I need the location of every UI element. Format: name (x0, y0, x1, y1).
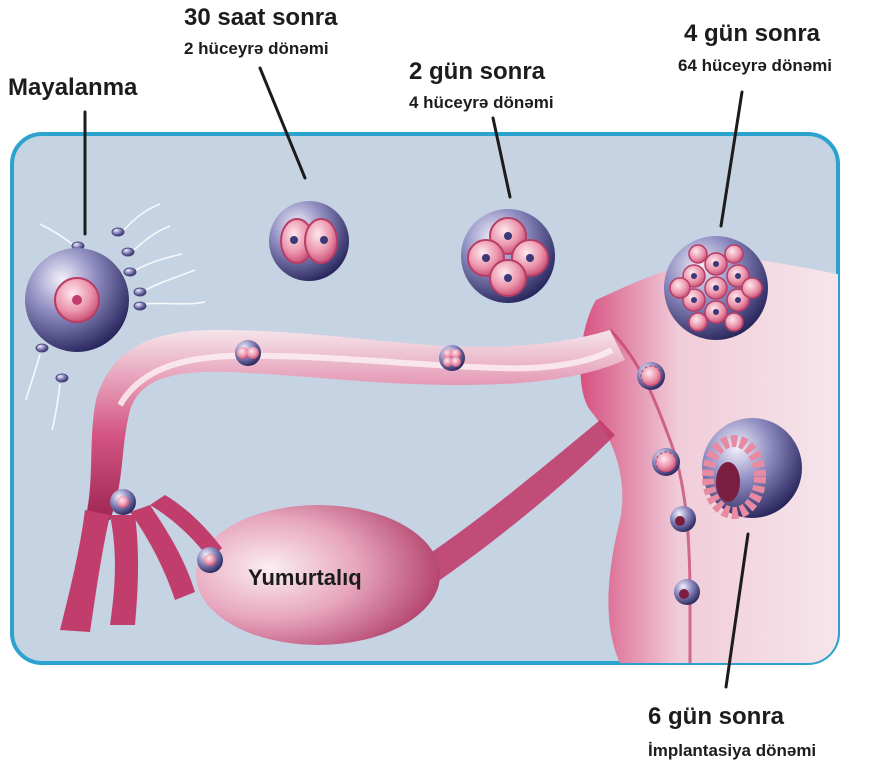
label-stage-implant: İmplantasiya dönəmi (648, 742, 816, 759)
label-ovary: Yumurtalıq (248, 567, 362, 589)
label-after-6d: 6 gün sonra (648, 705, 784, 729)
embryo-4-cell (461, 209, 555, 303)
label-stage-4cell: 4 hüceyrə dönəmi (409, 94, 554, 111)
blastocyst (702, 418, 802, 518)
label-after-2d: 2 gün sonra (409, 60, 545, 84)
label-stage-64cell: 64 hüceyrə dönəmi (678, 57, 832, 74)
label-fertilization: Mayalanma (8, 76, 137, 100)
label-after-30h: 30 saat sonra (184, 6, 337, 30)
label-after-4d: 4 gün sonra (684, 22, 820, 46)
label-stage-2cell: 2 hüceyrə dönəmi (184, 40, 329, 57)
embryo-64-cell (664, 236, 768, 340)
embryo-2-cell (269, 201, 349, 281)
